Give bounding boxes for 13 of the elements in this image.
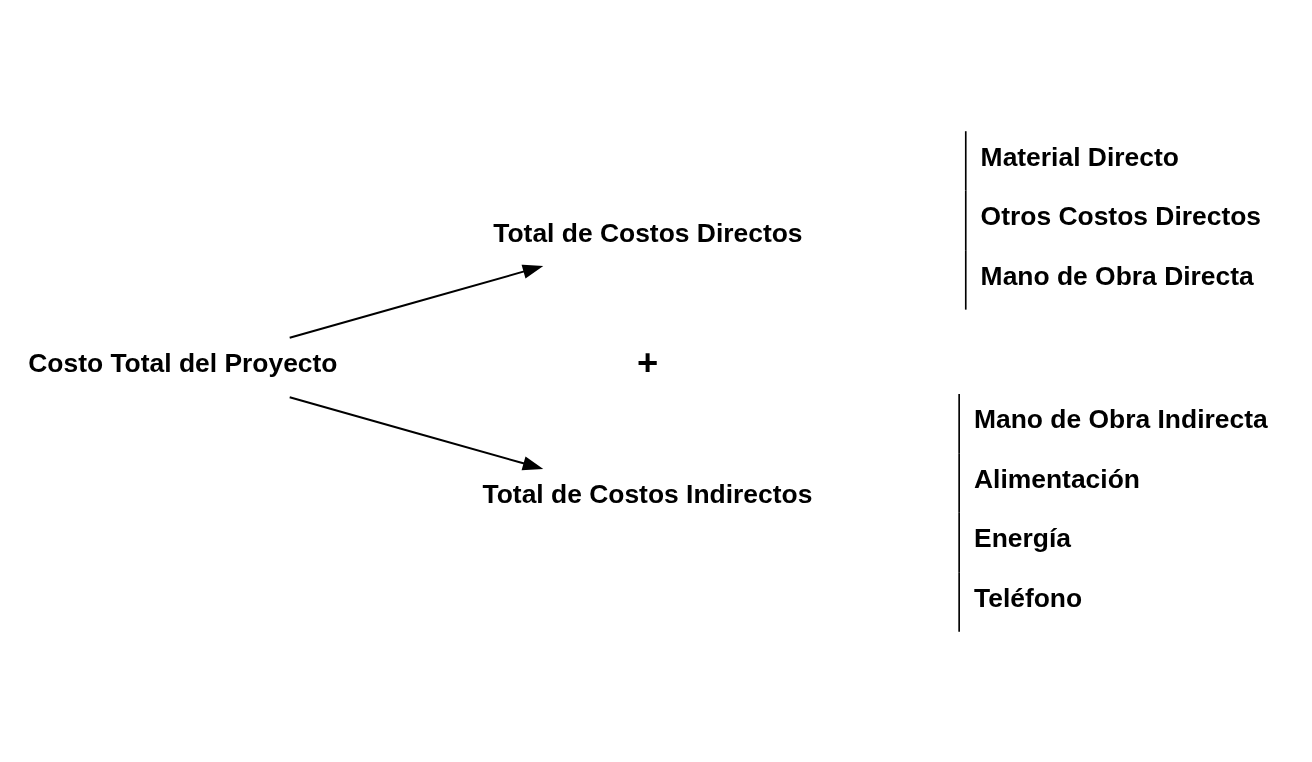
label: Mano de Obra Indirecta xyxy=(974,403,1268,434)
label: Alimentación xyxy=(974,463,1140,494)
label: Otros Costos Directos xyxy=(980,200,1262,231)
label: Energía xyxy=(974,522,1071,553)
node-text: Total de Costos Indirectos xyxy=(482,478,813,509)
node-text: Total de Costos Directos xyxy=(493,217,803,248)
label: Material Directo xyxy=(980,141,1179,172)
label: Mano de Obra Directa xyxy=(980,260,1254,291)
node-text: Costo Total del Proyecto xyxy=(28,347,338,378)
arrow xyxy=(288,264,544,339)
label: + xyxy=(637,341,659,383)
arrow xyxy=(288,395,544,470)
label: Teléfono xyxy=(974,582,1083,613)
